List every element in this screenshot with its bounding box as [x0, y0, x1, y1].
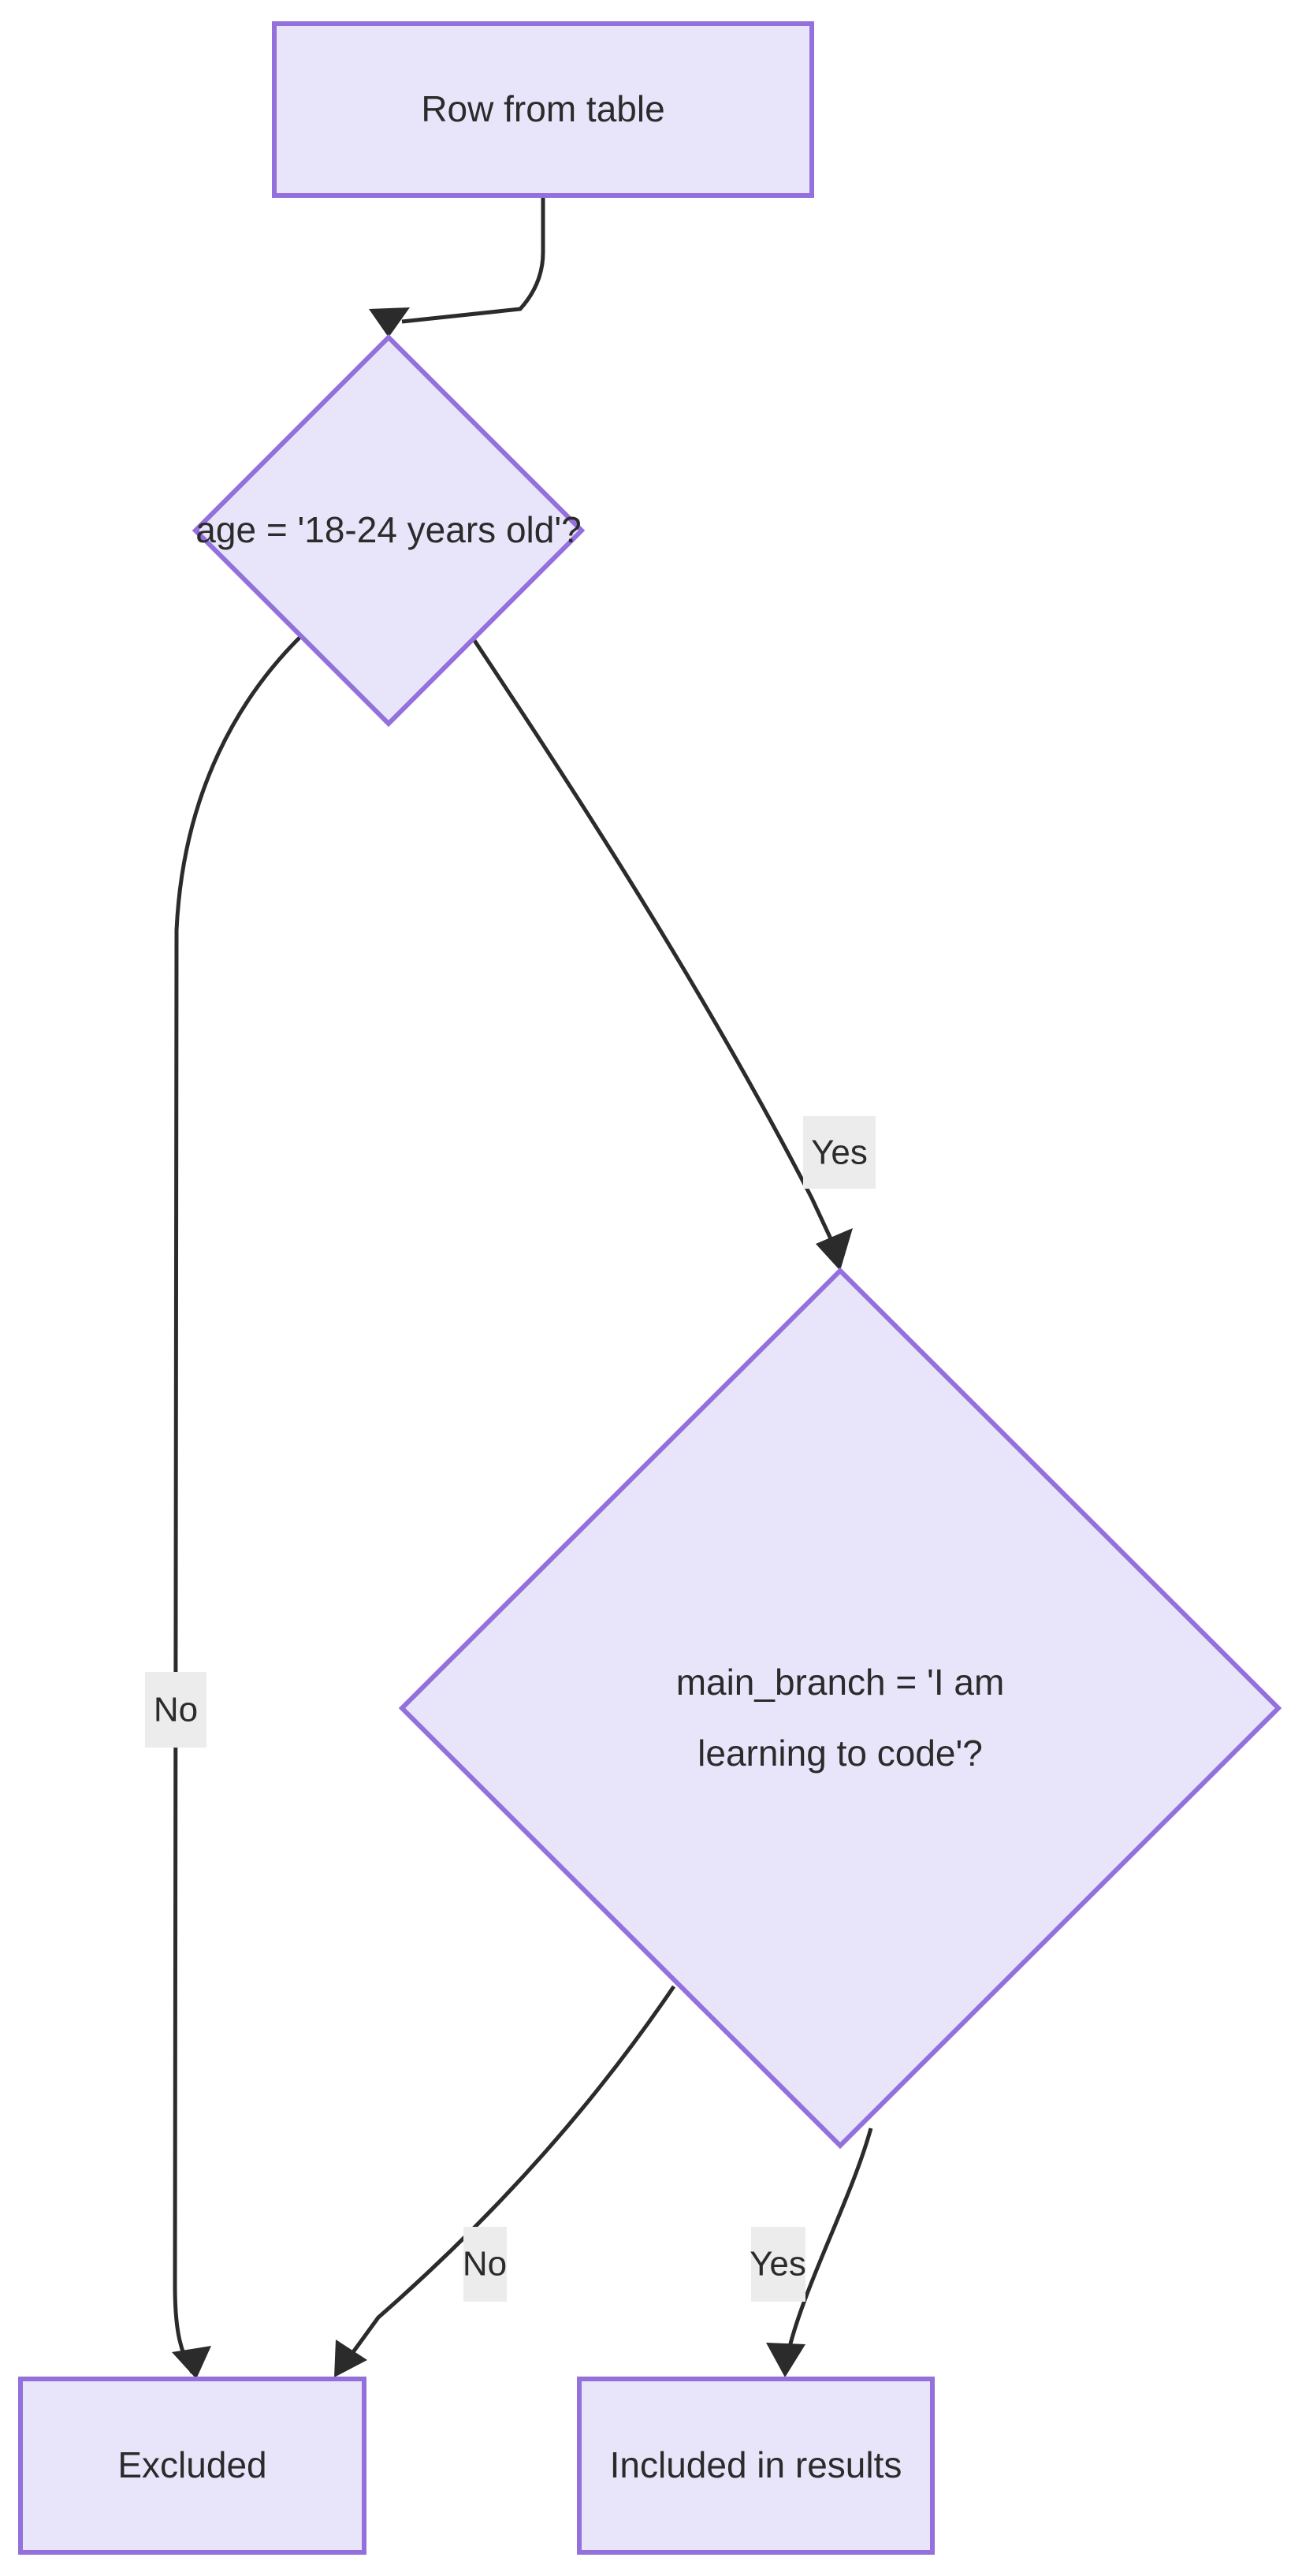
node-age-check-label: age = '18-24 years old'?: [195, 509, 581, 550]
node-excluded-label: Excluded: [117, 2444, 266, 2485]
node-excluded-shape[interactable]: [18, 2377, 366, 2555]
edge-label-branch-no: No: [463, 2227, 507, 2302]
node-age-check-shape[interactable]: [192, 333, 586, 728]
edge-path-branch-no: [344, 1985, 676, 2362]
edge-path-start-to-age: [401, 195, 545, 324]
arrowhead-age-yes: [816, 1228, 853, 1271]
edge-label-branch-yes: Yes: [750, 2227, 806, 2302]
node-included-label: Included in results: [610, 2444, 902, 2485]
edge-age-yes: [460, 621, 853, 1271]
edge-label-age-no-bg: [145, 1672, 206, 1748]
edge-path-branch-yes: [786, 2127, 873, 2354]
node-included[interactable]: Included in results: [577, 2377, 935, 2555]
edge-label-age-no: No: [145, 1672, 206, 1748]
node-start[interactable]: Row from table: [272, 21, 814, 198]
node-branch-check-label-line2: learning to code'?: [698, 1733, 983, 1774]
node-age-check[interactable]: age = '18-24 years old'?: [192, 333, 586, 728]
edge-age-no: [172, 621, 317, 2379]
edge-label-branch-yes-bg: [751, 2227, 805, 2302]
node-excluded[interactable]: Excluded: [18, 2377, 366, 2555]
edge-branch-yes: [766, 2127, 873, 2377]
node-start-label: Row from table: [421, 88, 664, 129]
edge-label-age-yes: Yes: [803, 1116, 876, 1189]
edge-label-age-no-text: No: [154, 1691, 198, 1729]
edge-label-age-yes-text: Yes: [811, 1134, 868, 1172]
edge-path-age-no: [173, 621, 317, 2374]
arrowhead-branch-yes: [766, 2343, 805, 2377]
arrowhead-branch-no: [334, 2340, 367, 2377]
node-branch-check-label-line1: main_branch = 'I am: [676, 1662, 1005, 1703]
edge-label-branch-yes-text: Yes: [750, 2245, 806, 2284]
edge-start-to-age: [369, 195, 545, 337]
node-included-shape[interactable]: [577, 2377, 935, 2555]
edge-branch-no: [334, 1985, 676, 2377]
edge-label-branch-no-bg: [463, 2227, 507, 2302]
edge-label-age-yes-bg: [803, 1116, 876, 1189]
edge-path-age-yes: [460, 621, 836, 1247]
arrowhead-age-no: [172, 2346, 211, 2379]
edge-label-branch-no-text: No: [463, 2245, 507, 2284]
node-branch-check[interactable]: main_branch = 'I am learning to code'?: [398, 1267, 1282, 2150]
node-start-shape[interactable]: [272, 21, 814, 198]
node-branch-check-shape[interactable]: [398, 1267, 1282, 2150]
arrowhead-start-to-age: [369, 307, 410, 337]
